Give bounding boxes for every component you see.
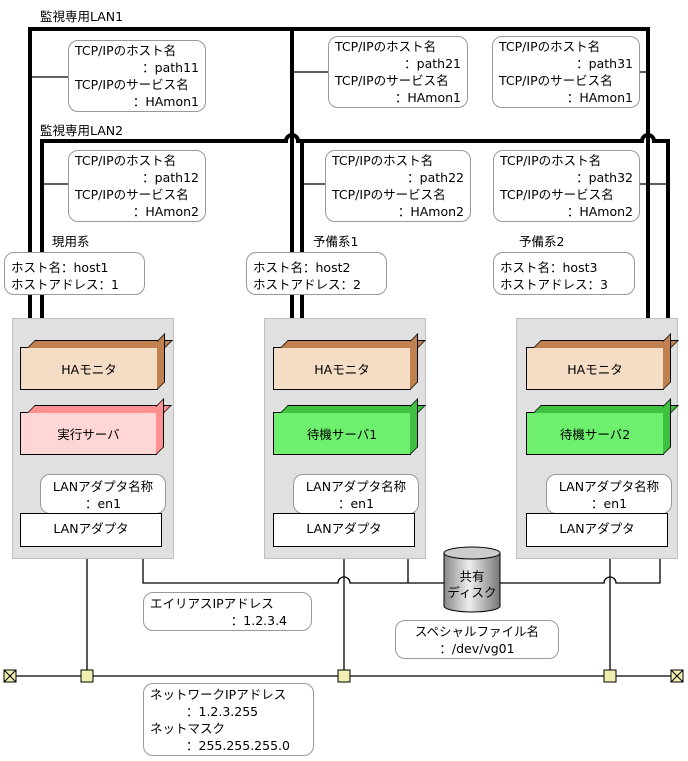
tcp-service-value: ：HAmon2 bbox=[566, 204, 633, 219]
host-address: ホストアドレス：3 bbox=[500, 277, 608, 292]
shared-disk-label: 共有ディスク bbox=[444, 569, 500, 601]
tcp-host-label: TCP/IPのホスト名 bbox=[500, 153, 602, 168]
host-name: ホスト名：host3 bbox=[500, 260, 598, 275]
alias-ip-value: ：1.2.3.4 bbox=[230, 613, 287, 628]
host-machine-3: HAモニタ 待機サーバ2 LANアダプタ名称 ：en1 LANアダプタ bbox=[516, 318, 679, 559]
host-callout: ホスト名：host3 ホストアドレス：3 bbox=[493, 252, 635, 295]
alias-ip-callout: エイリアスIPアドレス ：1.2.3.4 bbox=[143, 592, 312, 631]
tcp-service-label: TCP/IPのサービス名 bbox=[499, 73, 613, 88]
disk-label-1: 共有 bbox=[459, 569, 485, 584]
server-label: 待機サーバ1 bbox=[306, 427, 378, 442]
adapter-name-label: LANアダプタ名称 bbox=[558, 479, 660, 494]
server-box: 実行サーバ bbox=[20, 398, 172, 455]
lan2-label: 監視専用LAN2 bbox=[40, 123, 124, 138]
adapter-name-callout: LANアダプタ名称 ：en1 bbox=[293, 474, 419, 514]
adapter-name-value: ：en1 bbox=[84, 496, 122, 511]
ha-monitor-box: HAモニタ bbox=[20, 333, 173, 390]
lan-adapter: LANアダプタ bbox=[273, 513, 415, 547]
host-name: ホスト名：host2 bbox=[253, 260, 351, 275]
tcp-host-value: ：path22 bbox=[407, 170, 464, 185]
host-callout: ホスト名：host2 ホストアドレス：2 bbox=[246, 252, 387, 295]
tcp-service-label: TCP/IPのサービス名 bbox=[500, 187, 614, 202]
tcp-host-value: ：path32 bbox=[576, 170, 633, 185]
lan-adapter: LANアダプタ bbox=[20, 513, 162, 547]
alias-ip-label: エイリアスIPアドレス bbox=[150, 596, 274, 611]
adapter-name-value: ：en1 bbox=[590, 496, 628, 511]
alias-line bbox=[142, 559, 661, 584]
ha-monitor-label: HAモニタ bbox=[314, 362, 370, 377]
host-address: ホストアドレス：1 bbox=[11, 277, 119, 292]
special-file-label: スペシャルファイル名 bbox=[414, 624, 540, 639]
lan-adapter: LANアダプタ bbox=[526, 513, 668, 547]
host-machine-1: HAモニタ 実行サーバ LANアダプタ名称 ：en1 LANアダプタ bbox=[12, 318, 174, 559]
network-ip-label: ネットワークIPアドレス bbox=[150, 687, 287, 702]
adapter-name-label: LANアダプタ名称 bbox=[305, 479, 407, 494]
host-machine-2: HAモニタ 待機サーバ1 LANアダプタ名称 ：en1 LANアダプタ bbox=[264, 318, 426, 559]
tcp-host-value: ：path31 bbox=[576, 56, 633, 71]
role-label: 現用系 bbox=[52, 234, 90, 249]
network-callout: ネットワークIPアドレス ：1.2.3.255 ネットマスク ：255.255.255… bbox=[143, 683, 314, 756]
tcp-host-value: ：path12 bbox=[142, 170, 199, 185]
server-box: 待機サーバ2 bbox=[526, 398, 679, 455]
tcp-service-label: TCP/IPのサービス名 bbox=[335, 73, 449, 88]
ha-monitor-box: HAモニタ bbox=[526, 333, 679, 390]
tcp-host-value: ：path21 bbox=[404, 56, 461, 71]
server-label: 実行サーバ bbox=[57, 427, 120, 442]
tcp-host-label: TCP/IPのホスト名 bbox=[75, 43, 177, 58]
network-line bbox=[10, 546, 682, 677]
tcp-host-value: ：path11 bbox=[142, 60, 199, 75]
tcp-service-value: ：HAmon1 bbox=[394, 90, 461, 105]
netmask-label: ネットマスク bbox=[150, 721, 226, 736]
disk-label-2: ディスク bbox=[447, 585, 497, 600]
host-callout: ホスト名：host1 ホストアドレス：1 bbox=[4, 252, 145, 295]
ha-monitor-label: HAモニタ bbox=[61, 362, 117, 377]
role-label: 予備系1 bbox=[313, 234, 359, 249]
tcp-service-label: TCP/IPのサービス名 bbox=[332, 187, 446, 202]
tcp-host-label: TCP/IPのホスト名 bbox=[499, 39, 601, 54]
tcp-host-label: TCP/IPのホスト名 bbox=[335, 39, 437, 54]
tcp-service-value: ：HAmon2 bbox=[397, 204, 464, 219]
server-label: 待機サーバ2 bbox=[559, 427, 631, 442]
special-file-callout: スペシャルファイル名 ：/dev/vg01 bbox=[395, 620, 559, 659]
network-node bbox=[603, 669, 617, 683]
tcp-service-value: ：HAmon1 bbox=[566, 90, 633, 105]
adapter-name-callout: LANアダプタ名称 ：en1 bbox=[546, 474, 672, 514]
special-file-value: ：/dev/vg01 bbox=[439, 641, 515, 656]
network-node bbox=[80, 669, 94, 683]
ha-monitor-box: HAモニタ bbox=[273, 333, 426, 390]
shared-disk-icon bbox=[443, 546, 501, 613]
host-address: ホストアドレス：2 bbox=[253, 277, 361, 292]
tcp-host-label: TCP/IPのホスト名 bbox=[75, 153, 177, 168]
tcp-service-label: TCP/IPのサービス名 bbox=[75, 77, 189, 92]
host-name: ホスト名：host1 bbox=[11, 260, 109, 275]
ha-monitor-label: HAモニタ bbox=[567, 362, 623, 377]
server-box: 待機サーバ1 bbox=[273, 398, 426, 455]
tcp-service-value: ：HAmon1 bbox=[132, 94, 199, 109]
lan1-label: 監視専用LAN1 bbox=[40, 9, 124, 24]
adapter-name-callout: LANアダプタ名称 ：en1 bbox=[40, 474, 166, 514]
adapter-name-label: LANアダプタ名称 bbox=[52, 479, 154, 494]
adapter-name-value: ：en1 bbox=[337, 496, 375, 511]
tcp-service-label: TCP/IPのサービス名 bbox=[75, 187, 189, 202]
network-node bbox=[337, 669, 351, 683]
netmask-value: ：255.255.255.0 bbox=[186, 738, 290, 753]
network-ip-value: ：1.2.3.255 bbox=[186, 704, 259, 719]
tcp-host-label: TCP/IPのホスト名 bbox=[332, 153, 434, 168]
role-label: 予備系2 bbox=[519, 234, 565, 249]
tcp-service-value: ：HAmon2 bbox=[132, 204, 199, 219]
